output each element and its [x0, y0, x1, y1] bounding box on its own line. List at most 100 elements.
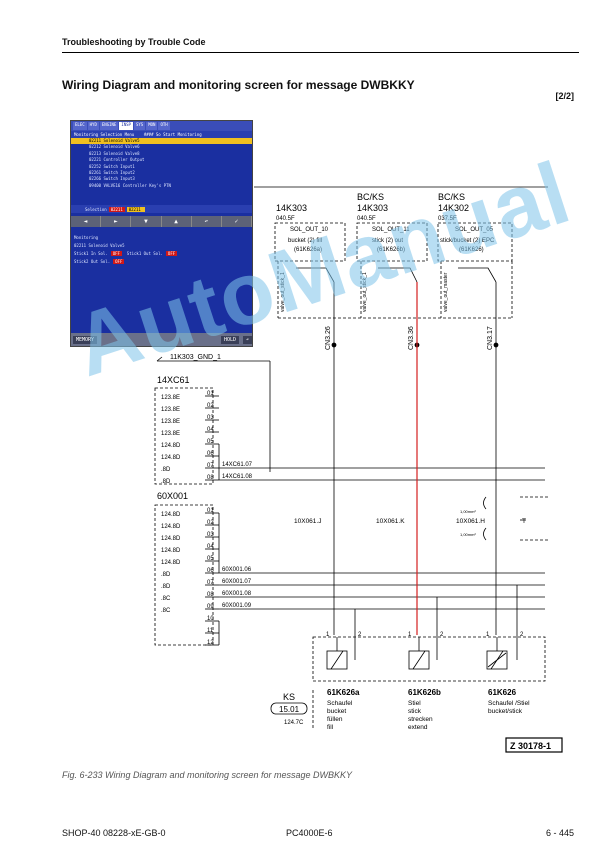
ks-label: KS [283, 692, 295, 702]
valve-id: 61K626b [408, 688, 441, 697]
block-level: 124.8D [161, 560, 181, 566]
pin-number: 01 [207, 391, 214, 397]
monitoring-title: Monitoring [74, 235, 99, 240]
module-name: 14K303 [276, 203, 307, 213]
valve-pin: 2 [520, 632, 524, 638]
block-level: .8C [161, 608, 171, 614]
signal-name: SOL_OUT_05 [455, 227, 494, 233]
monitor-tab: OTH [158, 122, 170, 130]
monitor-tabs: ELEC HYD ENGINE INSP SYS MON OTH [71, 121, 252, 131]
pin-number: 12 [207, 640, 214, 646]
valve-desc: Stiel [408, 700, 421, 707]
status-off: OFF [165, 251, 178, 256]
pin-number: 06 [207, 451, 214, 457]
status-off: OFF [113, 259, 125, 264]
monitor-tab: ELEC [73, 122, 87, 130]
valve-pin: 2 [440, 632, 444, 638]
signal-desc: stick (2) out [372, 238, 403, 244]
ks-subref: 124.7C [284, 720, 304, 726]
pin-number: 03 [207, 532, 214, 538]
page-indicator: [2/2] [555, 91, 574, 101]
pin-number: 02 [207, 403, 214, 409]
valve-id: 61K626 [488, 688, 517, 697]
monitor-row: 02221 Controller Output [89, 157, 145, 163]
block-level: .8D [161, 584, 171, 590]
valve-desc: stick [408, 708, 422, 715]
footer-page-number: 6 - 445 [545, 828, 574, 838]
wire-label: 60X001.07 [222, 579, 252, 585]
signal-name: SOL_OUT_11 [372, 227, 410, 233]
valve-desc: füllen [327, 716, 343, 723]
valve-desc: Schaufel [327, 700, 353, 707]
module-tag: BC/KS [357, 192, 384, 202]
module-name: 14K302 [438, 203, 469, 213]
monitoring-label: Stick1 In Sol. [74, 251, 108, 256]
wire-label: 60X001.06 [222, 567, 252, 573]
monitor-bottom-bar: MEMORY HOLD ↶ [71, 333, 252, 346]
valve-desc: Schaufel /Stiel [488, 700, 530, 707]
block-level: .8C [161, 596, 171, 602]
block-level: 124.8D [161, 455, 181, 461]
module-sub: 037.5F [438, 216, 457, 222]
figure-reference: Z 30178-1 [510, 741, 551, 751]
status-off: OFF [110, 251, 122, 256]
connector-label: CN3.26 [325, 326, 332, 350]
monitoring-line: Stick2 Out Sol.OFF [71, 258, 252, 266]
pin-number: 02 [207, 520, 214, 526]
monitor-row: 02252 Switch Input1 [89, 163, 135, 169]
block-level: 123.8E [161, 419, 180, 425]
monitor-row: 02261 Switch Input2 [89, 170, 135, 176]
cross-section-label: 1,00mm² [460, 509, 476, 514]
monitor-header-left: Monitoring Selection Menu [74, 132, 135, 137]
pin-number: 08 [207, 592, 214, 598]
signal-ref: (61K626b) [377, 247, 405, 253]
monitor-screenshot: ELEC HYD ENGINE INSP SYS MON OTH Monitor… [70, 120, 253, 347]
monitor-tab: INSP [119, 122, 133, 130]
monitor-row: 02211 Solenoid Valve5 [71, 138, 252, 145]
valve-desc: fill [327, 724, 334, 731]
pin-number: 09 [207, 604, 214, 610]
pin-number: 08 [207, 475, 214, 481]
monitor-row: 02213 Solenoid Valve8 [89, 150, 140, 156]
signal-desc: stick/bucket (2) EPC [440, 238, 495, 244]
return-icon: ↶ [242, 335, 252, 344]
junction-label: 10X061.H [456, 518, 485, 525]
signal-desc: bucket (2) fill [288, 238, 322, 244]
module-name: 14K303 [357, 203, 388, 213]
junction-label: 10X061.K [376, 518, 405, 525]
signal-ref: (61K626) [459, 247, 484, 253]
pin-number: 03 [207, 415, 214, 421]
wire-label: 60X001.09 [222, 603, 252, 609]
monitor-selection-bar: Selection 02211 02211 [71, 205, 252, 213]
monitor-function-keys: ◄ ► ▼ ▲ ↶ ✓ [71, 216, 252, 227]
valve-pin: 1 [486, 632, 490, 638]
ks-reference: 15.01 [279, 705, 300, 714]
check-icon: ✓ [222, 216, 252, 227]
block-level: .8D [161, 467, 171, 473]
pin-number: 05 [207, 556, 214, 562]
pin-number: 07 [207, 463, 214, 469]
monitor-tab: ENGINE [99, 122, 119, 130]
left-arrow-icon: ◄ [71, 216, 102, 227]
wire-label: 60X001.08 [222, 591, 252, 597]
valve-pin: 1 [326, 632, 330, 638]
monitoring-label: Stick1 Out Sol. [126, 251, 163, 256]
monitor-tab: HYD [87, 122, 99, 130]
t-label: T [522, 518, 526, 525]
pin-number: 06 [207, 568, 214, 574]
selection-label: Selection [85, 206, 107, 212]
block-level: 124.8D [161, 548, 181, 554]
monitor-tab: MON [146, 122, 158, 130]
wire-label: 14XC61.07 [222, 462, 253, 468]
right-arrow-icon: ► [101, 216, 132, 227]
block-level: 124.8D [161, 524, 181, 530]
module-sub: 040.5F [276, 216, 295, 222]
valve-pin: 1 [408, 632, 412, 638]
valve-desc: extend [408, 724, 428, 731]
valve-desc: strecken [408, 716, 433, 723]
block-level: 123.8E [161, 407, 180, 413]
valve-desc: bucket [327, 708, 346, 715]
header-rule [62, 52, 579, 53]
pin-number: 10 [207, 616, 214, 622]
